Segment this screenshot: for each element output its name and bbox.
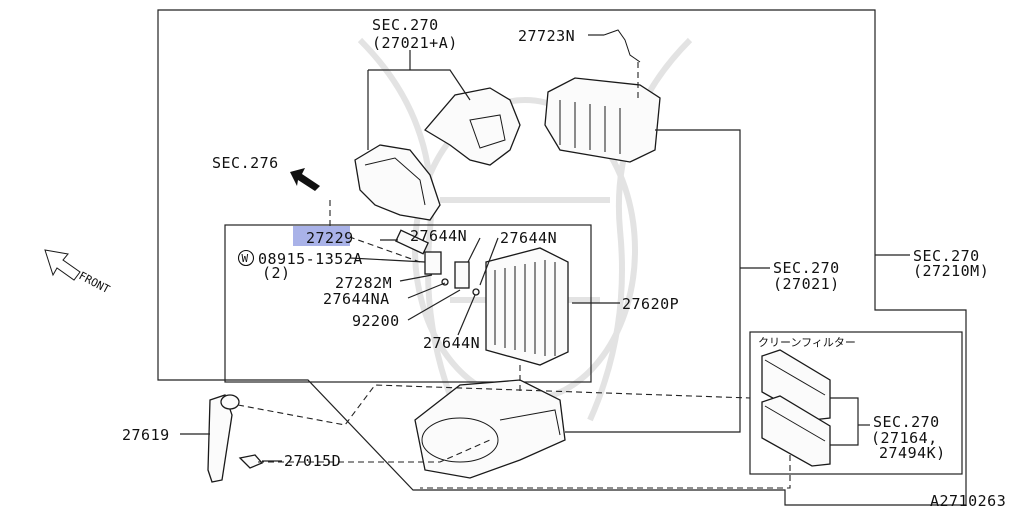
filter-housing-part	[544, 77, 661, 163]
label-sec270-filter-sub2: 27494K)	[879, 444, 946, 462]
label-part-92200[interactable]: 92200	[352, 312, 400, 330]
front-arrow-icon	[44, 249, 81, 281]
label-sec270-right-sub: (27210M)	[913, 262, 989, 280]
label-part-27644na[interactable]: 27644NA	[323, 290, 390, 308]
clip-part	[238, 454, 264, 469]
label-part-27644n-b[interactable]: 27644N	[500, 229, 557, 247]
label-sec270-top[interactable]: SEC.270	[372, 16, 439, 34]
drain-hose-part	[207, 394, 240, 483]
label-front: FRONT	[77, 269, 113, 296]
label-part-27282m[interactable]: 27282M	[335, 274, 392, 292]
leader-lines	[180, 34, 910, 462]
label-sec276[interactable]: SEC.276	[212, 154, 279, 172]
label-part-08915[interactable]: 08915-1352A	[258, 250, 363, 268]
label-part-27229[interactable]: 27229	[306, 229, 354, 247]
assembly-outline	[157, 9, 967, 506]
label-part-27723n[interactable]: 27723N	[518, 27, 575, 45]
washer-symbol: W	[237, 249, 255, 267]
label-part-27644n-a[interactable]: 27644N	[410, 227, 467, 245]
label-part-27644n-c[interactable]: 27644N	[423, 334, 480, 352]
label-sec270-mid[interactable]: SEC.270	[773, 259, 840, 277]
label-part-27015d[interactable]: 27015D	[284, 452, 341, 470]
part-highlight	[293, 226, 350, 246]
label-qty-2: (2)	[262, 264, 291, 282]
label-filter-title: クリーンフィルター	[758, 336, 856, 349]
label-sec270-right[interactable]: SEC.270	[913, 247, 980, 265]
label-sec270-top-sub: (27021+A)	[372, 34, 458, 52]
cable-part	[603, 29, 641, 63]
blower-case-part	[354, 87, 521, 221]
clean-filter-parts	[761, 349, 831, 467]
lower-case-part	[414, 379, 566, 479]
label-sec270-filter-sub1: (27164,	[871, 429, 938, 447]
valve-parts	[395, 229, 480, 296]
evaporator-core-part	[485, 247, 569, 366]
label-diagram-id: A2710263	[930, 492, 1006, 510]
label-part-27619[interactable]: 27619	[122, 426, 170, 444]
label-sec270-mid-sub: (27021)	[773, 275, 840, 293]
label-part-27620p[interactable]: 27620P	[622, 295, 679, 313]
svg-text:W: W	[242, 252, 249, 265]
filter-box	[749, 331, 963, 475]
label-sec270-filter[interactable]: SEC.270	[873, 413, 940, 431]
sec276-arrow[interactable]	[290, 168, 320, 191]
